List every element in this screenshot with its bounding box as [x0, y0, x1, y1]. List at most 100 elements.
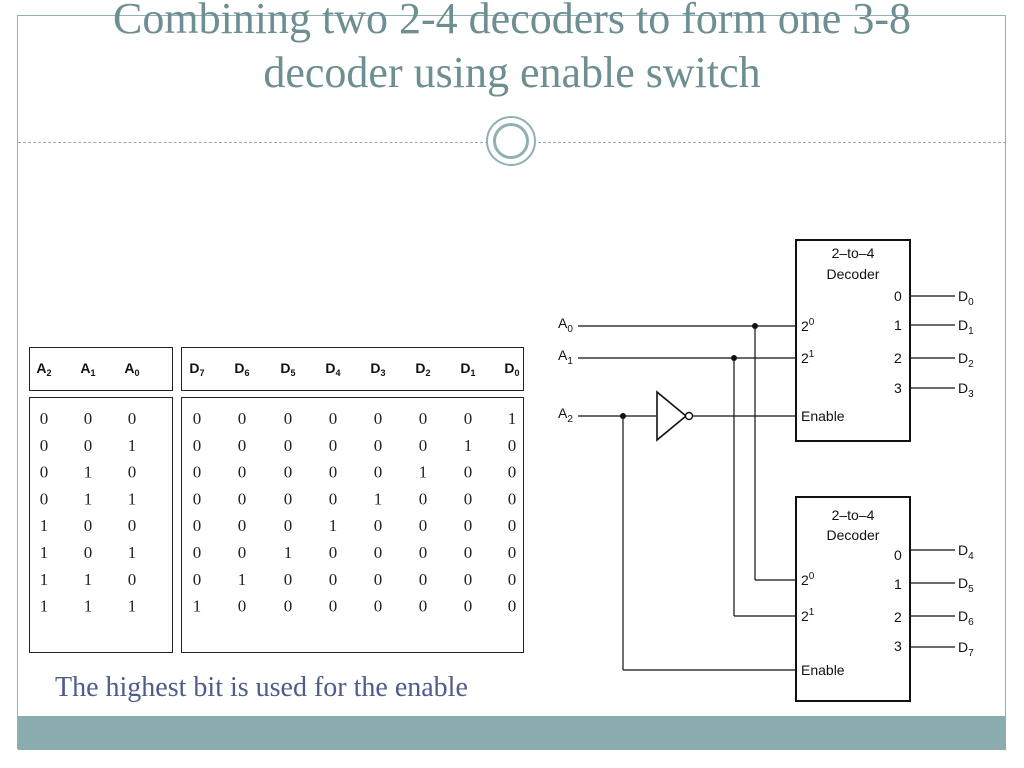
output-header-7-base: D — [504, 360, 514, 376]
output-header-0: D7 — [189, 360, 204, 378]
output-header-4-base: D — [370, 360, 380, 376]
output-label-d0-sub: 0 — [968, 297, 974, 308]
input-header-2: A0 — [124, 360, 139, 378]
decoder-bottom-input-0-base: 2 — [801, 572, 809, 588]
input-header-0-sub: 2 — [47, 368, 52, 378]
output-header-1-base: D — [234, 360, 244, 376]
decoder-top-input-1-sup: 1 — [809, 349, 815, 360]
output-header-6-sub: 1 — [471, 368, 476, 378]
output-cell: 0 — [193, 463, 202, 482]
output-cell: 0 — [464, 463, 473, 482]
output-cell: 0 — [374, 543, 383, 562]
input-cell: 0 — [40, 436, 49, 455]
output-cell: 0 — [374, 516, 383, 535]
output-header-2-sub: 5 — [291, 368, 296, 378]
output-label-d1: D1 — [958, 317, 974, 337]
decoder-top-input-0: 20 — [801, 317, 815, 334]
output-cell: 0 — [193, 436, 202, 455]
title-divider-left — [18, 142, 488, 143]
decoder-bottom-out-num-0: 0 — [894, 547, 902, 563]
output-cell: 0 — [238, 516, 247, 535]
output-header-1-sub: 6 — [245, 368, 250, 378]
decoder-top-box — [795, 239, 911, 442]
junction-dot-a0 — [752, 323, 758, 329]
output-cell: 0 — [464, 409, 473, 428]
decoder-top-enable-label: Enable — [801, 408, 845, 424]
decoder-top-title-2: Decoder — [827, 266, 880, 282]
footer-bar — [18, 716, 1006, 750]
output-label-d0: D0 — [958, 288, 974, 308]
decoder-bottom-out-num-3: 3 — [894, 638, 902, 654]
input-cell: 1 — [84, 597, 93, 616]
input-cell: 1 — [40, 597, 49, 616]
output-cell: 1 — [419, 463, 428, 482]
output-label-d7-sub: 7 — [968, 648, 974, 659]
output-cell: 0 — [419, 489, 428, 508]
title-line-1: Combining two 2-4 decoders to form one 3… — [113, 0, 911, 43]
output-label-d1-sub: 1 — [968, 326, 974, 337]
output-cell: 0 — [374, 570, 383, 589]
input-header-2-sub: 0 — [135, 368, 140, 378]
output-label-d2-base: D — [958, 350, 968, 366]
input-header-1-sub: 1 — [91, 368, 96, 378]
output-label-d2: D2 — [958, 350, 974, 370]
output-cell: 0 — [419, 436, 428, 455]
decoder-top-out-num-2: 2 — [894, 350, 902, 366]
input-label-a1-base: A — [558, 347, 568, 363]
output-cell: 0 — [193, 489, 202, 508]
title-divider-right — [538, 142, 1006, 143]
output-header-2: D5 — [280, 360, 295, 378]
input-cell: 1 — [40, 570, 49, 589]
circle-ornament-inner — [493, 123, 529, 159]
decoder-bottom-input-1-base: 2 — [801, 608, 809, 624]
output-cell: 0 — [508, 436, 517, 455]
decoder-bottom-enable-label: Enable — [801, 662, 845, 678]
input-label-a2-base: A — [558, 405, 568, 421]
output-cell: 0 — [284, 463, 293, 482]
decoder-bottom-input-1: 21 — [801, 607, 815, 624]
input-label-a0-base: A — [558, 315, 568, 331]
output-cell: 0 — [419, 409, 428, 428]
outputs-body-box — [181, 397, 524, 653]
input-label-a1: A1 — [558, 347, 573, 367]
input-cell: 0 — [128, 516, 137, 535]
output-cell: 0 — [193, 516, 202, 535]
output-label-d4: D4 — [958, 542, 974, 562]
output-cell: 0 — [464, 489, 473, 508]
output-cell: 0 — [329, 543, 338, 562]
input-cell: 0 — [84, 516, 93, 535]
slide-caption: The highest bit is used for the enable — [55, 672, 468, 703]
decoder-bottom-out-num-2: 2 — [894, 609, 902, 625]
output-header-6: D1 — [460, 360, 475, 378]
input-cell: 0 — [128, 570, 137, 589]
output-cell: 0 — [193, 543, 202, 562]
output-cell: 0 — [329, 489, 338, 508]
input-label-a1-sub: 1 — [567, 356, 573, 367]
output-cell: 0 — [374, 463, 383, 482]
output-cell: 0 — [508, 489, 517, 508]
output-cell: 0 — [374, 436, 383, 455]
output-cell: 0 — [464, 516, 473, 535]
output-header-7-sub: 0 — [515, 368, 520, 378]
output-cell: 1 — [329, 516, 338, 535]
output-cell: 0 — [464, 570, 473, 589]
output-cell: 0 — [508, 516, 517, 535]
input-cell: 0 — [84, 543, 93, 562]
input-label-a0: A0 — [558, 315, 573, 335]
title-line-2: decoder using enable switch — [263, 48, 761, 97]
input-cell: 0 — [40, 489, 49, 508]
decoder-bottom-out-num-1: 1 — [894, 576, 902, 592]
input-label-a2-sub: 2 — [567, 414, 573, 425]
output-label-d1-base: D — [958, 317, 968, 333]
decoder-top-title-1: 2–to–4 — [832, 245, 875, 261]
output-label-d2-sub: 2 — [968, 359, 974, 370]
input-cell: 0 — [128, 409, 137, 428]
output-cell: 0 — [284, 597, 293, 616]
output-header-1: D6 — [234, 360, 249, 378]
decoder-top-input-0-base: 2 — [801, 318, 809, 334]
slide-title: Combining two 2-4 decoders to form one 3… — [30, 0, 994, 100]
output-label-d3: D3 — [958, 380, 974, 400]
output-cell: 0 — [284, 570, 293, 589]
output-cell: 0 — [508, 463, 517, 482]
output-cell: 0 — [238, 489, 247, 508]
